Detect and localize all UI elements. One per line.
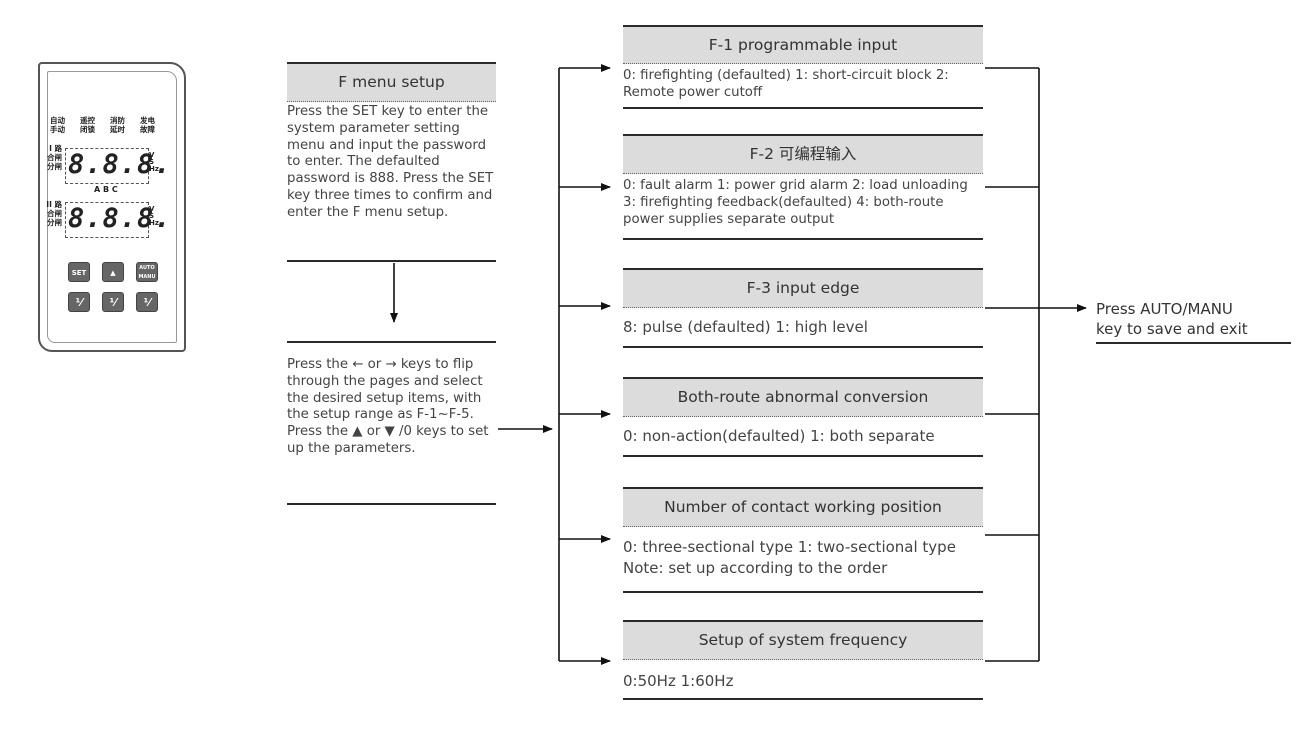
item-title-f3: F-3 input edge <box>623 268 983 308</box>
item-bottom-rule-f6 <box>623 698 983 700</box>
item-box-f1: F-1 programmable input 0: firefighting (… <box>623 25 983 109</box>
route1-key[interactable]: ⅟ <box>68 292 90 312</box>
route2-key[interactable]: ⅟ <box>136 292 158 312</box>
indicator-label-remote-lock: 遥控闭锁 <box>80 116 95 134</box>
off-key[interactable]: ⅟ <box>102 292 124 312</box>
exit-underline <box>1096 342 1291 344</box>
indicator-label-fire-delay: 消防延时 <box>110 116 125 134</box>
item-bottom-rule-f4 <box>623 455 983 457</box>
f-menu-box: F menu setup Press the SET key to enter … <box>287 62 496 262</box>
set-key[interactable]: SET <box>68 262 90 282</box>
f-menu-description: Press the SET key to enter the system pa… <box>287 104 494 220</box>
f-menu-bottom-rule <box>287 260 496 262</box>
display2-frame <box>65 202 149 238</box>
item-bottom-rule-f1 <box>623 107 983 109</box>
item-bottom-rule-f2 <box>623 238 983 240</box>
route1-labels: I 路合闸分闸 <box>47 144 62 171</box>
item-box-f4: Both-route abnormal conversion 0: non-ac… <box>623 377 983 457</box>
display1-frame <box>65 148 149 184</box>
indicator-label-auto-manual: 自动手动 <box>50 116 65 134</box>
item-body-f1: 0: firefighting (defaulted) 1: short-cir… <box>623 68 949 100</box>
item-title-f5: Number of contact working position <box>623 487 983 527</box>
item-box-f6: Setup of system frequency 0:50Hz 1:60Hz <box>623 620 983 700</box>
item-title-f2: F-2 可编程输入 <box>623 134 983 174</box>
display1-digits: 8.8.8. <box>68 149 172 180</box>
auto-manu-key[interactable]: AUTO MANU <box>136 262 158 282</box>
device-frame <box>47 71 177 343</box>
item-body-f2: 0: fault alarm 1: power grid alarm 2: lo… <box>623 178 968 227</box>
route2-labels: II 路合闸分闸 <box>46 200 62 227</box>
item-box-f2: F-2 可编程输入 0: fault alarm 1: power grid a… <box>623 134 983 240</box>
item-body-f4: 0: non-action(defaulted) 1: both separat… <box>623 427 935 445</box>
item-box-f5: Number of contact working position 0: th… <box>623 487 983 593</box>
display2-digits: 8.8.8. <box>68 203 172 234</box>
phase-labels: A B C <box>94 185 118 194</box>
item-bottom-rule-f3 <box>623 346 983 348</box>
flip-top-rule <box>287 341 496 343</box>
item-title-f1: F-1 programmable input <box>623 25 983 64</box>
item-title-f4: Both-route abnormal conversion <box>623 377 983 417</box>
item-bottom-rule-f5 <box>623 591 983 593</box>
item-body-f6: 0:50Hz 1:60Hz <box>623 672 734 690</box>
up-key[interactable]: ▲ <box>102 262 124 282</box>
item-body-f3: 8: pulse (defaulted) 1: high level <box>623 318 868 336</box>
f-menu-title: F menu setup <box>287 62 496 102</box>
item-title-f6: Setup of system frequency <box>623 620 983 660</box>
flip-bottom-rule <box>287 503 496 505</box>
item-body-f5: 0: three-sectional type 1: two-sectional… <box>623 538 956 577</box>
indicator-label-generator-fault: 发电故障 <box>140 116 155 134</box>
flip-description: Press the ← or → keys to flip through th… <box>287 357 489 456</box>
item-box-f3: F-3 input edge 8: pulse (defaulted) 1: h… <box>623 268 983 348</box>
